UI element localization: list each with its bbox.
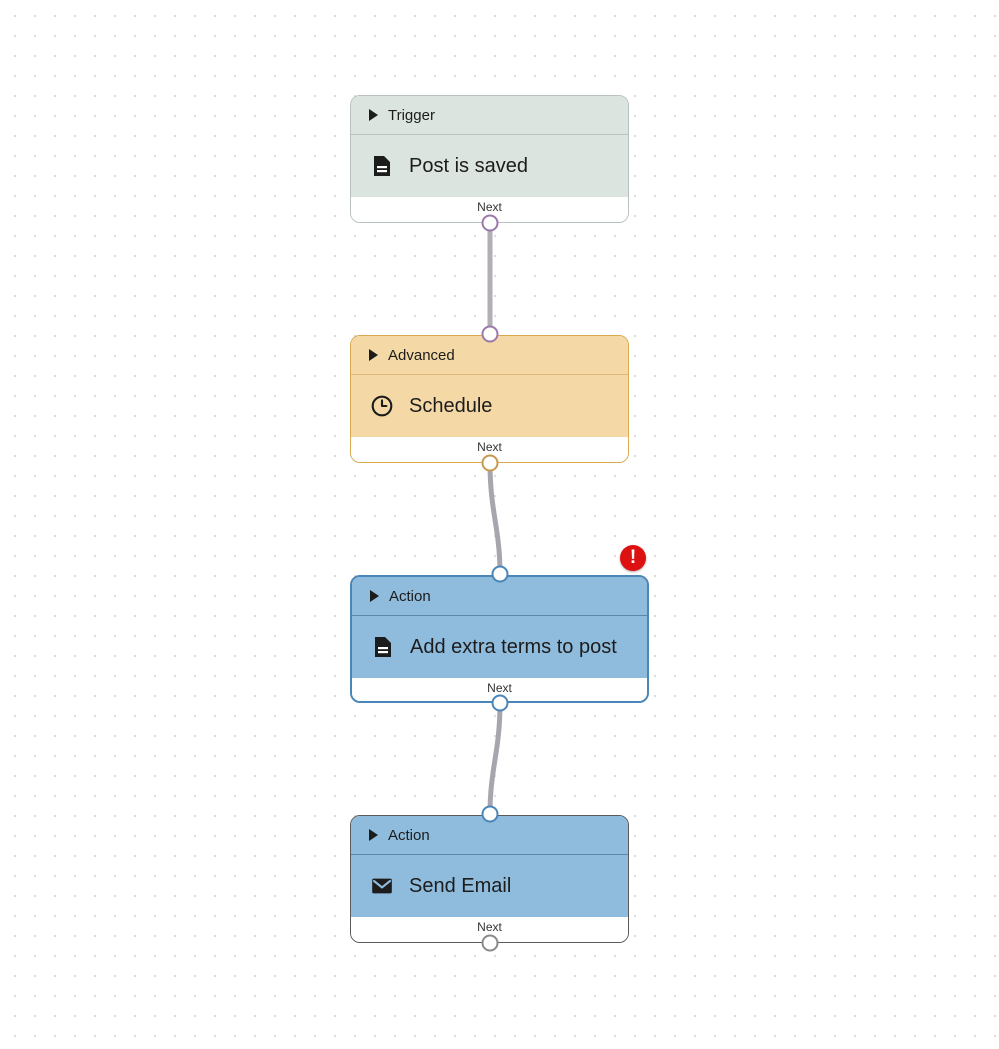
node-body-trigger[interactable]: Post is saved <box>351 135 628 197</box>
node-header-advanced[interactable]: Advanced <box>351 336 628 375</box>
clock-icon <box>369 393 395 419</box>
chevron-right-icon[interactable] <box>369 349 378 361</box>
next-label: Next <box>487 681 512 695</box>
node-next-port-label[interactable]: Next <box>352 678 647 701</box>
node-header-trigger[interactable]: Trigger <box>351 96 628 135</box>
next-label: Next <box>477 200 502 214</box>
node-output-port-trigger[interactable] <box>481 214 499 232</box>
connector-advanced-to-action-1 <box>487 460 503 577</box>
envelope-icon <box>369 873 395 899</box>
next-label: Next <box>477 920 502 934</box>
node-kind-label: Trigger <box>388 106 435 124</box>
next-label: Next <box>477 440 502 454</box>
workflow-node-advanced[interactable]: Advanced Schedule Next <box>350 335 629 463</box>
node-title: Post is saved <box>409 154 528 177</box>
node-output-port-action-1[interactable] <box>491 694 509 712</box>
node-kind-label: Action <box>389 587 431 605</box>
workflow-node-action-send-email[interactable]: Action Send Email Next <box>350 815 629 943</box>
node-body-advanced[interactable]: Schedule <box>351 375 628 437</box>
node-header-action[interactable]: Action <box>351 816 628 855</box>
node-input-port-action-2[interactable] <box>481 805 499 823</box>
node-header-action[interactable]: Action <box>352 577 647 616</box>
node-input-port-advanced[interactable] <box>481 325 499 343</box>
node-input-port-action-1[interactable] <box>491 565 509 583</box>
exclamation-icon: ! <box>629 546 637 568</box>
chevron-right-icon[interactable] <box>370 590 379 602</box>
document-icon <box>369 153 395 179</box>
node-title: Add extra terms to post <box>410 635 617 658</box>
chevron-right-icon[interactable] <box>369 109 378 121</box>
node-title: Schedule <box>409 394 493 417</box>
node-output-port-action-2[interactable] <box>481 934 499 952</box>
node-body-action[interactable]: Send Email <box>351 855 628 917</box>
node-output-port-advanced[interactable] <box>481 454 499 472</box>
node-title: Send Email <box>409 874 512 897</box>
node-body-action[interactable]: Add extra terms to post <box>352 616 647 678</box>
node-kind-label: Action <box>388 826 430 844</box>
connector-action-1-to-action-2 <box>487 700 503 817</box>
node-error-badge[interactable]: ! <box>620 545 646 571</box>
node-kind-label: Advanced <box>388 346 455 364</box>
chevron-right-icon[interactable] <box>369 829 378 841</box>
workflow-node-action-add-extra-terms[interactable]: Action Add extra terms to post Next <box>350 575 649 703</box>
workflow-node-trigger[interactable]: Trigger Post is saved Next <box>350 95 629 223</box>
document-icon <box>370 634 396 660</box>
